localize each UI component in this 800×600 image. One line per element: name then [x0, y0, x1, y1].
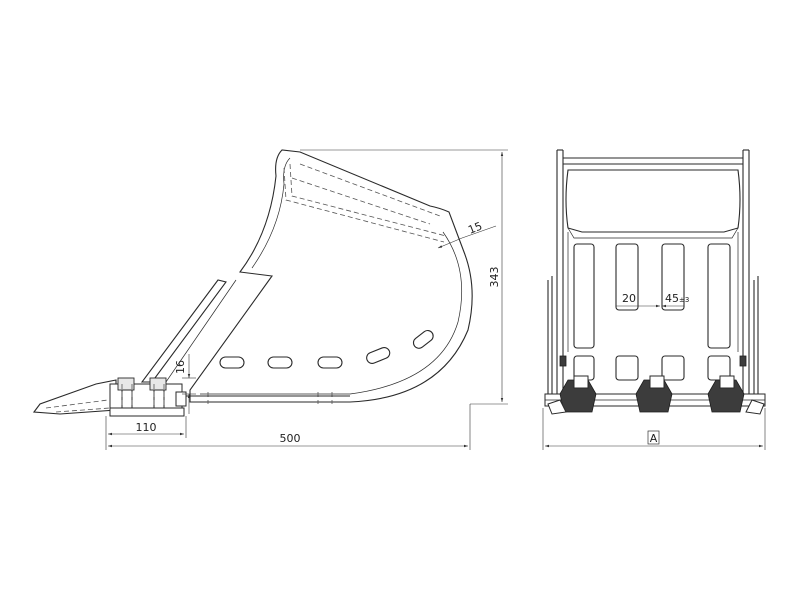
slot — [267, 356, 293, 369]
front-teeth — [547, 375, 765, 415]
width-ref-box — [647, 430, 660, 445]
slot — [219, 356, 245, 369]
slot — [317, 356, 343, 369]
front-view — [544, 149, 766, 415]
width-ref-label: A — [650, 432, 658, 445]
dim-offset-label: 110 — [136, 421, 157, 434]
slot — [412, 329, 434, 349]
dim-height-label: 343 — [488, 267, 501, 288]
side-slots — [219, 329, 434, 369]
bar-slot — [661, 355, 685, 381]
side-view — [32, 149, 473, 417]
bar-slot — [707, 243, 731, 349]
side-dimensions: 343 500 110 16 15 — [105, 149, 508, 450]
dim-bar-spacing-tol: ±3 — [679, 296, 689, 304]
hidden-top-profile — [283, 163, 447, 243]
dim-bar-spacing-label: 45 — [665, 292, 679, 305]
front-inner-opening — [565, 169, 741, 233]
bar-slot — [615, 355, 639, 381]
bar-slot — [615, 243, 639, 311]
slot — [366, 346, 391, 364]
bucket-shell-side — [189, 149, 473, 403]
bar-slot — [661, 243, 685, 311]
front-bars — [573, 243, 731, 381]
front-dimensions: 20 45 ±3 A — [542, 292, 766, 450]
dim-bar-width-label: 20 — [622, 292, 636, 305]
dim-thickness-label: 16 — [174, 360, 187, 374]
dim-length-label: 500 — [280, 432, 301, 445]
dim-lip-label: 15 — [466, 219, 484, 236]
tooth-assembly — [32, 377, 187, 417]
bar-slot — [573, 243, 595, 349]
